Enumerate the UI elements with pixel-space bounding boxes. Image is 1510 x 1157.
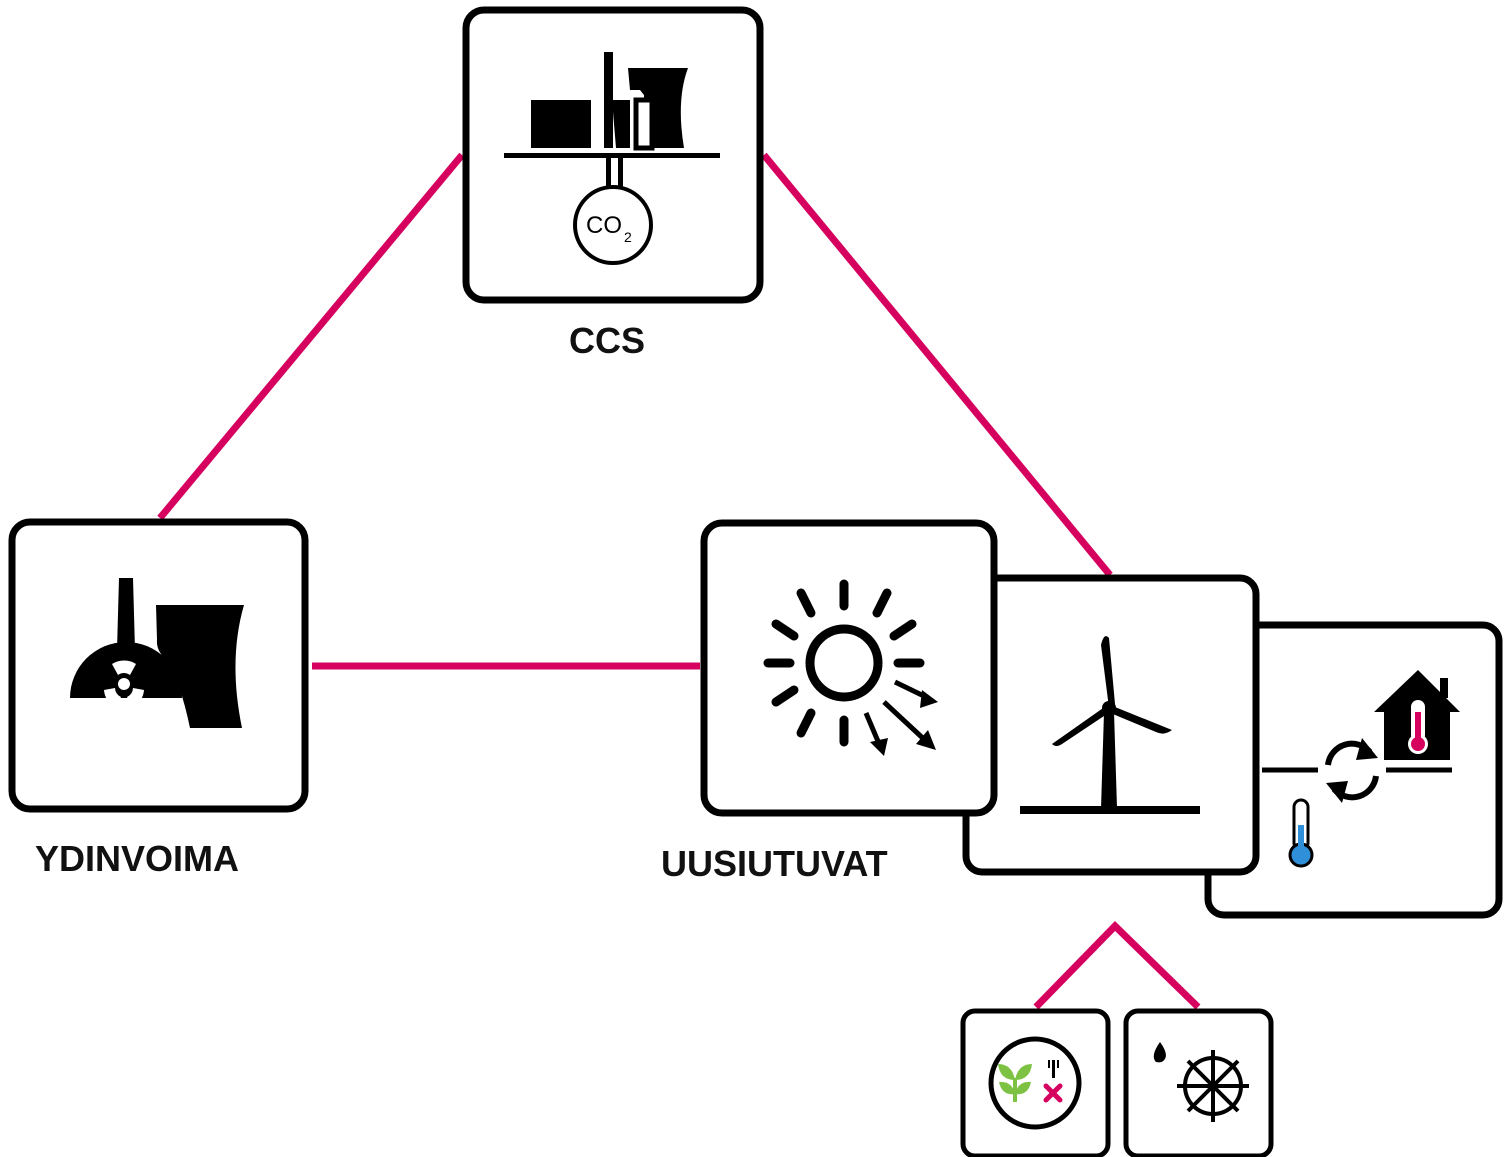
hydropower-water-wheel-icon [1153,1042,1249,1122]
bio-box [960,1008,1111,1157]
connector-renewables-subsources [1033,921,1201,1010]
connectors [157,152,1201,1010]
wind-turbine-icon [1020,636,1200,814]
ccs-plant-co2-storage-icon: CO 2 [504,52,720,265]
solar-box [700,519,998,817]
solar-sun-icon [763,579,938,756]
wind-box [962,574,1260,876]
ccs-box: CO 2 [462,6,764,304]
connector-ccs-wind [761,152,1113,578]
heat-exchange-box [1204,621,1503,919]
nuclear-label: YDINVOIMA [35,838,240,879]
co2-text: CO [586,212,622,239]
co2-subscript: 2 [624,229,632,245]
nuclear-box [8,518,309,813]
connector-ccs-nuclear [157,152,465,521]
renewables-label: UUSIUTUVAT [661,843,888,884]
geothermal-heat-exchange-icon [1262,670,1460,868]
hydro-box [1123,1008,1274,1157]
sustainable-biofuel-icon [988,1036,1082,1130]
nuclear-power-plant-icon [70,578,244,728]
ccs-label: CCS [569,320,646,361]
